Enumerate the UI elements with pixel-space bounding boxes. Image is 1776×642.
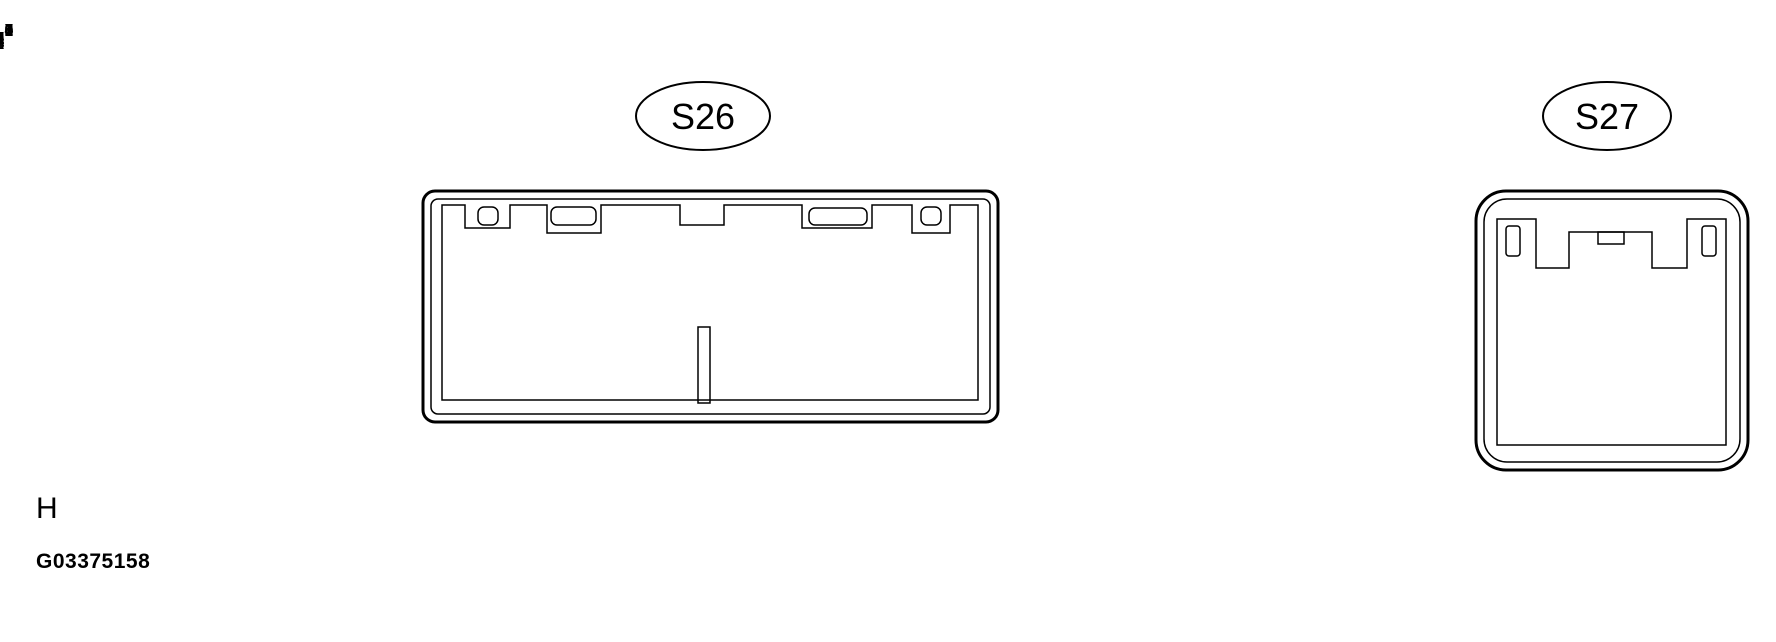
- connector-s26-housing-inner: [430, 198, 991, 415]
- pin-number: 4: [0, 36, 5, 53]
- connector-s26-tab-center-right: [808, 207, 868, 226]
- connector-s26-tab-left: [477, 206, 499, 226]
- pin-number: 8: [0, 36, 5, 53]
- pin-cavity: 4: [0, 36, 5, 53]
- pin-cavity: 9: [0, 30, 5, 47]
- connector-s26-housing-outer: [421, 189, 1000, 424]
- pin-cavity: 7: [0, 30, 5, 47]
- connector-s27-inner-profile: [1496, 218, 1727, 446]
- pin-cavity: 6: [0, 30, 5, 47]
- connector-s27-tab-center: [1597, 231, 1625, 245]
- connector-s26-label-oval: [635, 81, 771, 151]
- pin-number: 7: [0, 30, 5, 47]
- connector-s27-label-oval: [1542, 81, 1672, 151]
- pin-number: 5: [0, 36, 5, 53]
- pin-number: 2: [0, 36, 5, 53]
- pin-number: 3: [0, 36, 5, 53]
- pin-number: 1: [0, 36, 5, 53]
- pin-number: 8: [0, 30, 5, 47]
- pin-cavity: 2: [0, 36, 5, 53]
- pin-number: 2: [0, 30, 5, 47]
- connector-s27-housing-outer: [1474, 189, 1750, 472]
- pin-number: 5: [0, 30, 5, 47]
- pin-cavity: 7: [0, 36, 5, 53]
- pin-cavity: 5: [0, 36, 5, 53]
- connector-s26-label: S26: [671, 96, 735, 137]
- pin-number: 6: [0, 30, 5, 47]
- pin-cavity: 6: [0, 36, 5, 53]
- pin-cavity: 3: [0, 30, 5, 47]
- connector-s26: S26 13121110987654321 252423222120191817…: [0, 22, 1000, 424]
- pin-number: 3: [0, 30, 5, 47]
- connector-s27-label: S27: [1575, 96, 1639, 137]
- pin-number: 9: [0, 30, 5, 47]
- connector-s26-inner-profile: [441, 204, 979, 401]
- pin-cavity: 8: [0, 36, 5, 53]
- pin-number: 1: [0, 30, 5, 47]
- view-marker: H: [36, 492, 58, 525]
- pin-cavity: 1: [0, 30, 5, 47]
- pin-cavity: 2: [0, 30, 5, 47]
- pin-cavity: 4: [0, 30, 5, 47]
- connector-s26-tab-center-left: [550, 206, 597, 226]
- pin-number: 7: [0, 36, 5, 53]
- connector-s27-tab-right: [1701, 225, 1717, 257]
- pin-cavity: 5: [0, 30, 5, 47]
- connector-s26-center-key: [697, 326, 711, 404]
- pin-number: 4: [0, 30, 5, 47]
- pin-cavity: 8: [0, 30, 5, 47]
- pin-cavity: 3: [0, 36, 5, 53]
- connector-s26-tab-right: [920, 206, 942, 226]
- pin-cavity: 1: [0, 36, 5, 53]
- connector-s27-tab-left: [1505, 225, 1521, 257]
- connector-s27-housing-inner: [1483, 198, 1741, 463]
- pin-number: 6: [0, 36, 5, 53]
- figure-id: G03375158: [36, 550, 151, 573]
